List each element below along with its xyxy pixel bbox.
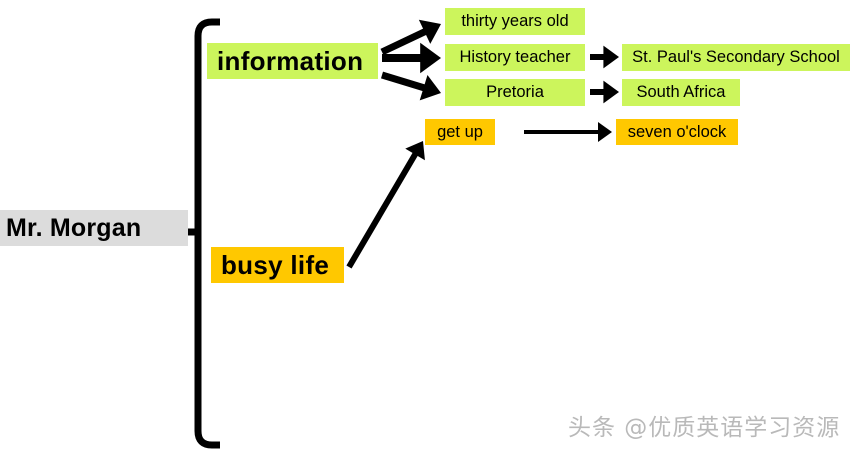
arrow-head: [420, 42, 441, 74]
leaf-node-history-teacher-label: History teacher: [459, 48, 571, 67]
leaf-node-history-teacher: History teacher: [445, 44, 585, 71]
leaf-node-st-pauls-secondary-school-label: St. Paul's Secondary School: [632, 48, 840, 67]
watermark-text: 头条 @优质英语学习资源: [568, 415, 841, 441]
branch-node-information: information: [207, 43, 378, 79]
arrow-shaft: [380, 27, 428, 56]
arrow-get-up-to-seven-oclock: [524, 122, 612, 142]
leaf-node-get-up-label: get up: [437, 122, 483, 141]
root-node-label: Mr. Morgan: [6, 213, 142, 242]
leaf-node-seven-oclock: seven o'clock: [616, 119, 738, 145]
arrow-head: [405, 141, 425, 161]
leaf-node-thirty-years-old-label: thirty years old: [461, 12, 569, 31]
leaf-node-pretoria: Pretoria: [445, 79, 585, 106]
leaf-node-thirty-years-old: thirty years old: [445, 8, 585, 35]
arrow-information-to-thirty-years-old: [380, 19, 441, 56]
arrow-pretoria-to-south-africa: [590, 80, 619, 104]
arrow-head: [419, 74, 441, 101]
arrow-busy-life-to-get-up: [346, 141, 425, 269]
branch-node-busy-life-label: busy life: [221, 250, 330, 280]
leaf-node-pretoria-label: Pretoria: [486, 83, 544, 102]
branch-node-busy-life: busy life: [211, 247, 344, 283]
arrow-head: [418, 19, 441, 44]
root-node-mr-morgan: Mr. Morgan: [0, 210, 188, 246]
leaf-node-south-africa-label: South Africa: [636, 83, 726, 102]
arrow-information-to-pretoria: [380, 71, 441, 101]
arrow-shaft: [346, 151, 419, 269]
leaf-node-seven-oclock-label: seven o'clock: [627, 122, 727, 141]
left-curly-brace: [194, 18, 220, 449]
leaf-node-st-pauls-secondary-school: St. Paul's Secondary School: [622, 44, 850, 71]
branch-node-information-label: information: [217, 46, 364, 76]
arrow-head: [603, 80, 619, 104]
leaf-node-get-up: get up: [425, 119, 495, 145]
arrow-head: [603, 45, 619, 69]
arrow-information-to-history-teacher: [382, 42, 441, 74]
leaf-node-south-africa: South Africa: [622, 79, 740, 106]
arrow-head: [598, 122, 612, 142]
arrow-shaft: [380, 71, 427, 92]
arrow-history-teacher-to-st-pauls: [590, 45, 619, 69]
